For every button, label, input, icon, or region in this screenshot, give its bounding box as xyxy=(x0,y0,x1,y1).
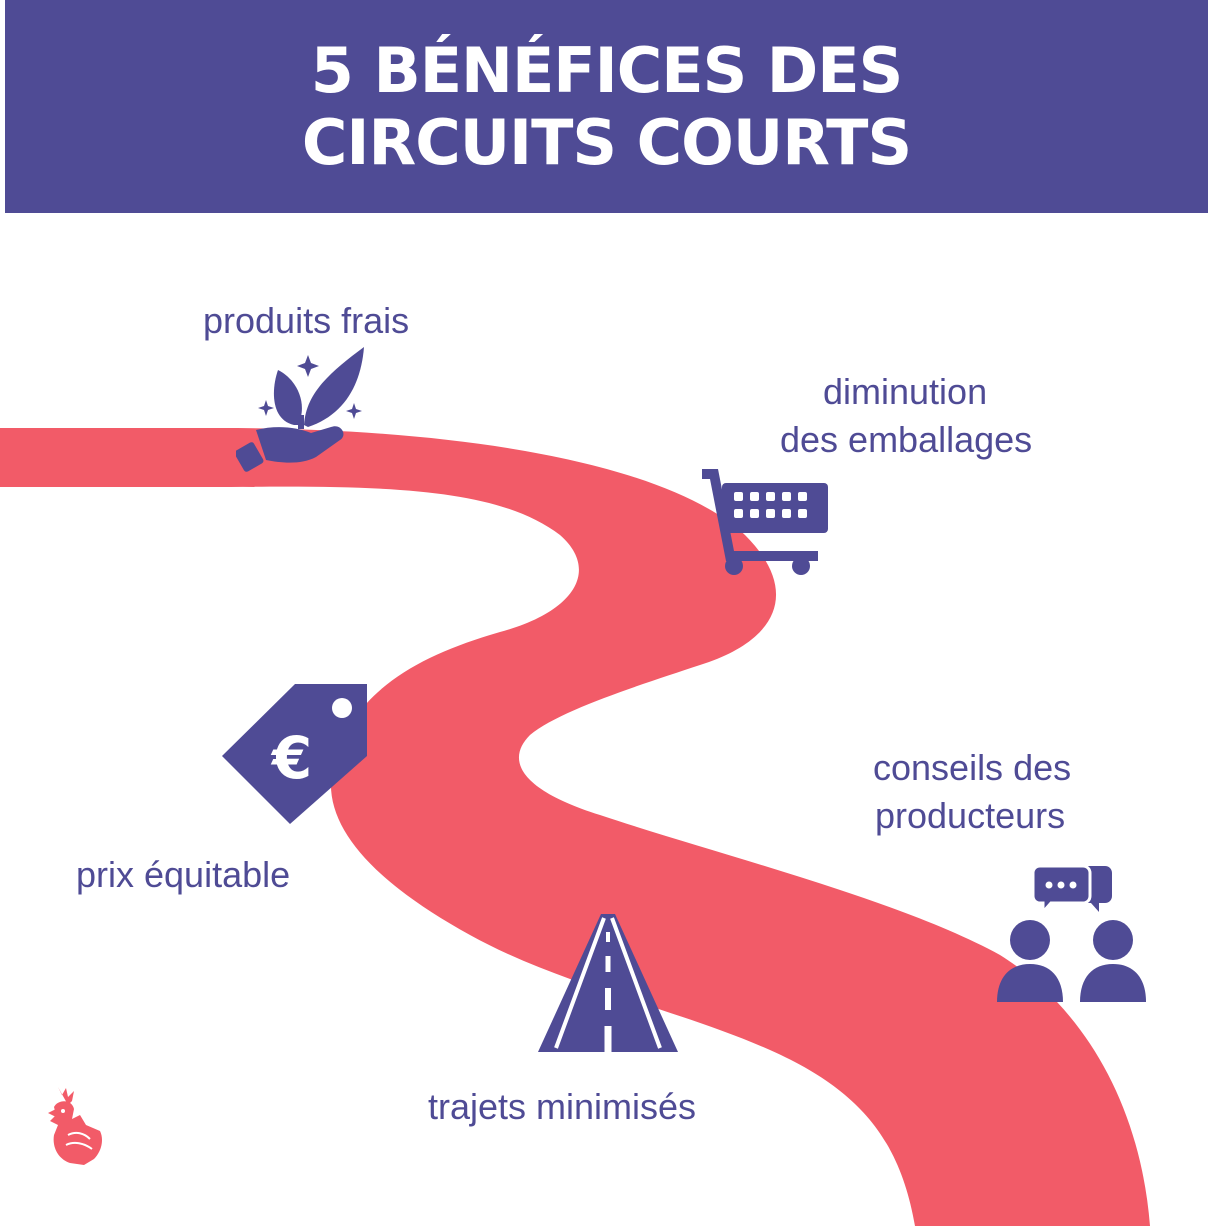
shopping-cart-icon xyxy=(702,469,828,575)
benefit-label-advice-line-1: conseils des xyxy=(873,747,1072,788)
benefit-label-packaging-line-1: diminution xyxy=(823,371,988,412)
benefit-label-fair-price: prix équitable xyxy=(76,854,291,895)
title-line-2: CIRCUITS COURTS xyxy=(301,105,912,179)
rooster-logo-icon xyxy=(48,1087,102,1165)
title-banner: 5 BÉNÉFICES DES CIRCUITS COURTS xyxy=(5,0,1208,213)
benefit-label-fresh-products: produits frais xyxy=(203,300,410,341)
title-line-1: 5 BÉNÉFICES DES xyxy=(310,33,904,107)
benefit-label-advice-line-2: producteurs xyxy=(875,795,1066,836)
people-chat-icon xyxy=(997,864,1146,1002)
benefit-label-minimized-trips: trajets minimisés xyxy=(428,1086,697,1127)
road-icon xyxy=(538,914,678,1052)
svg-text:€: € xyxy=(270,724,312,792)
plant-in-hand-icon xyxy=(236,347,364,472)
benefit-label-packaging-line-2: des emballages xyxy=(780,419,1033,460)
euro-price-tag-icon: € xyxy=(222,684,367,824)
